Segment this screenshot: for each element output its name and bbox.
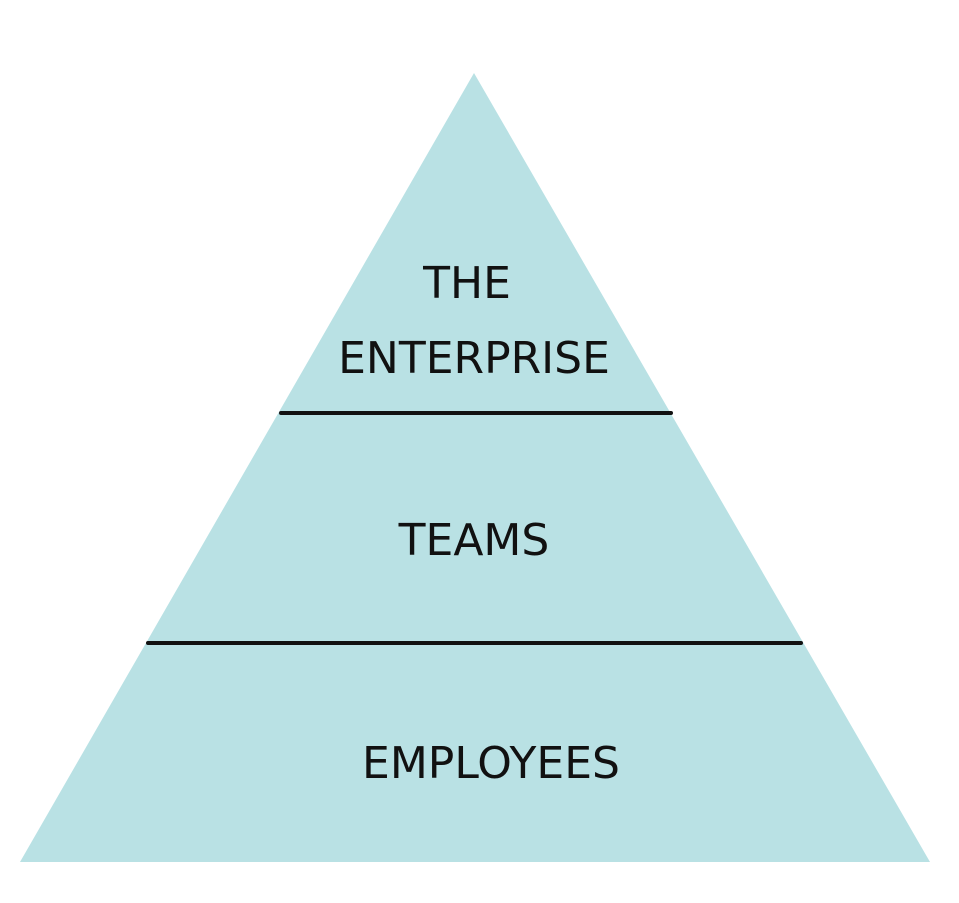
- level-middle-label: TEAMS: [398, 515, 550, 566]
- level-top-label-line2: ENTERPRISE: [338, 333, 610, 384]
- level-bottom-label: EMPLOYEES: [362, 738, 620, 789]
- level-top-label-line1: THE: [422, 258, 511, 309]
- pyramid-shape: [20, 73, 930, 862]
